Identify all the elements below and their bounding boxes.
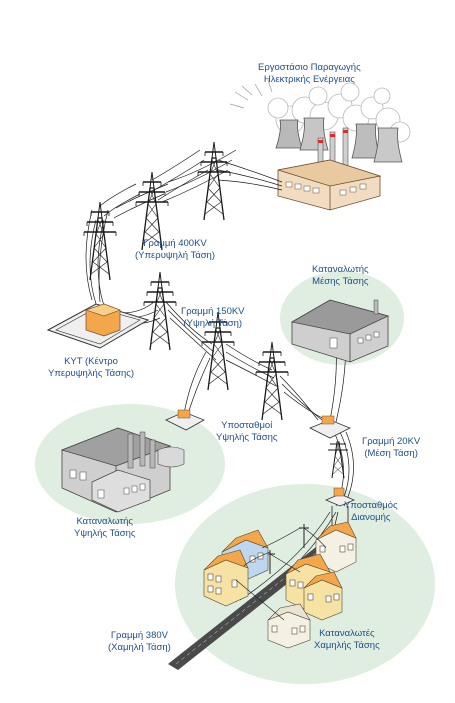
power-plant <box>275 117 403 211</box>
tower-150kv-3 <box>255 341 289 421</box>
label-kyt: ΚΥΤ (Κέντρο Υπερυψηλής Τάσης) <box>48 356 134 380</box>
label-hv-substations: Υποσταθμοί Υψηλής Τάσης <box>216 420 277 444</box>
label-power-plant-line2: Ηλεκτρικής Ενέργειας <box>263 74 355 85</box>
label-medium-consumer-line1: Καταναλωτής <box>312 264 369 275</box>
label-dist-substation-line1: Υποσταθμός <box>344 500 398 511</box>
label-dist-substation: Υποσταθμός Διανομής <box>344 500 398 524</box>
label-power-plant: Εργοστάσιο Παραγωγής Ηλεκτρικής Ενέργεια… <box>258 62 361 86</box>
distribution-transformer <box>324 487 356 530</box>
label-kyt-line1: ΚΥΤ (Κέντρο <box>64 356 118 367</box>
label-line-400kv-line2: (Υπερυψηλή Τάση) <box>135 250 216 261</box>
steam-lines <box>229 79 273 109</box>
label-line-380v: Γραμμή 380V (Χαμηλή Τάση) <box>108 630 171 654</box>
label-hv-consumer-line1: Καταναλωτής <box>76 516 134 527</box>
label-line-380v-line1: Γραμμή 380V <box>110 630 168 641</box>
label-medium-consumer: Καταναλωτής Μέσης Τάσης <box>312 264 369 288</box>
label-hv-substations-line1: Υποσταθμοί <box>221 420 273 431</box>
label-hv-consumer-line2: Υψηλής Τάσης <box>74 528 136 539</box>
label-line-150kv: Γραμμή 150KV (Υψηλή Τάση) <box>181 306 245 330</box>
tower-400kv-1 <box>197 141 231 221</box>
label-line-400kv: Γραμμή 400KV (Υπερυψηλή Τάση) <box>135 238 215 262</box>
hv-substation <box>165 409 205 431</box>
label-line-380v-line2: (Χαμηλή Τάση) <box>108 642 171 653</box>
label-dist-substation-line2: Διανομής <box>351 512 391 523</box>
houses <box>203 521 357 649</box>
label-lv-consumers-line1: Καταναλωτές <box>319 628 375 639</box>
label-line-20kv-line1: Γραμμή 20KV <box>362 436 421 447</box>
label-line-20kv: Γραμμή 20KV (Μέση Τάση) <box>362 436 420 460</box>
label-line-400kv-line1: Γραμμή 400KV <box>143 238 207 249</box>
medium-consumer-building <box>290 299 390 363</box>
hv-consumer-factory <box>60 427 185 513</box>
label-hv-consumer: Καταναλωτής Υψηλής Τάσης <box>74 516 135 540</box>
kyt-substation <box>46 303 150 349</box>
lv-wires <box>235 527 327 621</box>
label-line-150kv-line2: (Υψηλή Τάση) <box>183 318 243 329</box>
label-power-plant-line1: Εργοστάσιο Παραγωγής <box>258 62 361 73</box>
label-lv-consumers: Καταναλωτές Χαμηλής Τάσης <box>314 628 380 652</box>
label-lv-consumers-line2: Χαμηλής Τάσης <box>314 640 380 651</box>
pole-20kv <box>327 441 349 479</box>
label-line-20kv-line2: (Μέση Τάση) <box>364 448 418 459</box>
label-medium-consumer-line2: Μέσης Τάσης <box>312 276 369 287</box>
label-hv-substations-line2: Υψηλής Τάσης <box>216 432 278 443</box>
label-kyt-line2: Υπερυψηλής Τάσης) <box>48 368 135 379</box>
mv-substation <box>309 415 351 439</box>
tower-150kv-1 <box>143 271 177 351</box>
label-line-150kv-line1: Γραμμή 150KV <box>181 306 245 317</box>
